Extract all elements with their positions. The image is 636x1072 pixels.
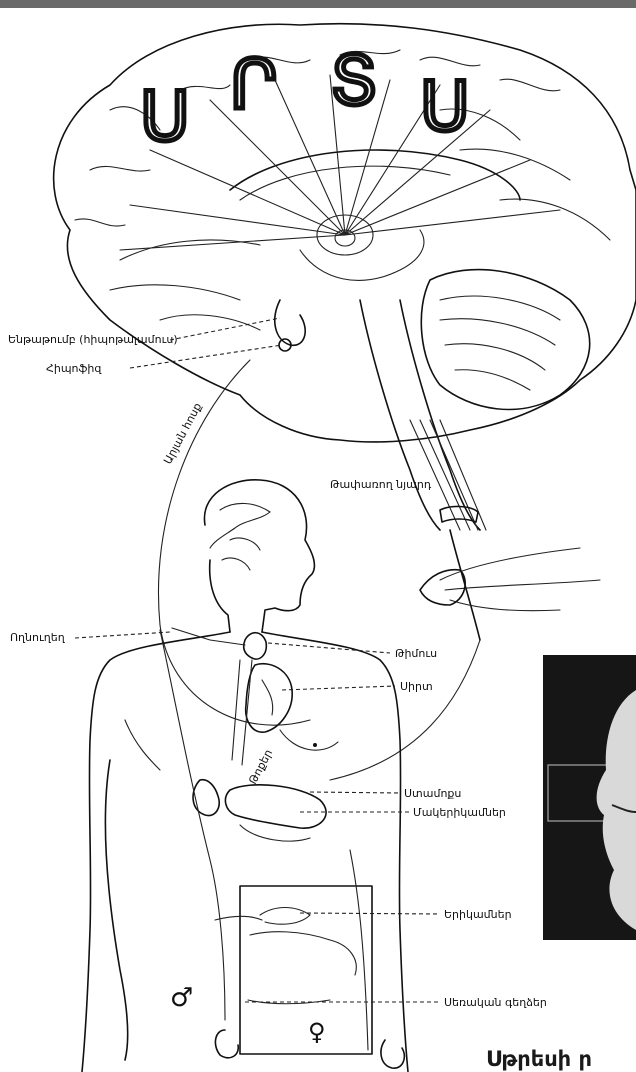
label-thymus: Թիմուս (395, 647, 437, 660)
female-symbol: ♀ (308, 1018, 326, 1046)
inset-photo (543, 655, 636, 940)
label-heart: Սիրտ (400, 680, 433, 693)
label-vagus-nerve: Թափառող նյարդ (330, 478, 432, 491)
brain-letter-4: Ս (420, 68, 470, 147)
label-gonads: Սեռական գեղձեր (444, 996, 547, 1009)
label-pituitary: Հիպոֆիզ (46, 362, 102, 375)
label-kidneys: Երիկամներ (444, 908, 512, 921)
human-body (82, 480, 408, 1072)
label-blood-vessels: Արյան հոսք (161, 401, 204, 467)
label-stomach: Ստամոքս (404, 787, 461, 800)
label-spine: Ողնուղեղ (10, 631, 66, 644)
label-lungs: Թոքեր (246, 747, 275, 786)
brain-letter-3: Տ (330, 42, 378, 121)
label-adrenal: Մակերիկամներ (413, 806, 506, 819)
label-hypothalamus: Ենթաթումբ (հիպոթալամուս) (8, 333, 178, 346)
leader-lines (75, 318, 440, 1002)
male-symbol: ♂ (170, 983, 193, 1013)
top-banner (0, 0, 636, 8)
caption-title: Սթրեսի ր (486, 1047, 592, 1071)
labels: Ենթաթումբ (հիպոթալամուս) Հիպոֆիզ Արյան հ… (8, 333, 547, 1046)
brain-letter-2: Ր (230, 46, 277, 125)
spinal-cord (410, 420, 600, 640)
brain-letter-1: Ս (140, 78, 190, 157)
